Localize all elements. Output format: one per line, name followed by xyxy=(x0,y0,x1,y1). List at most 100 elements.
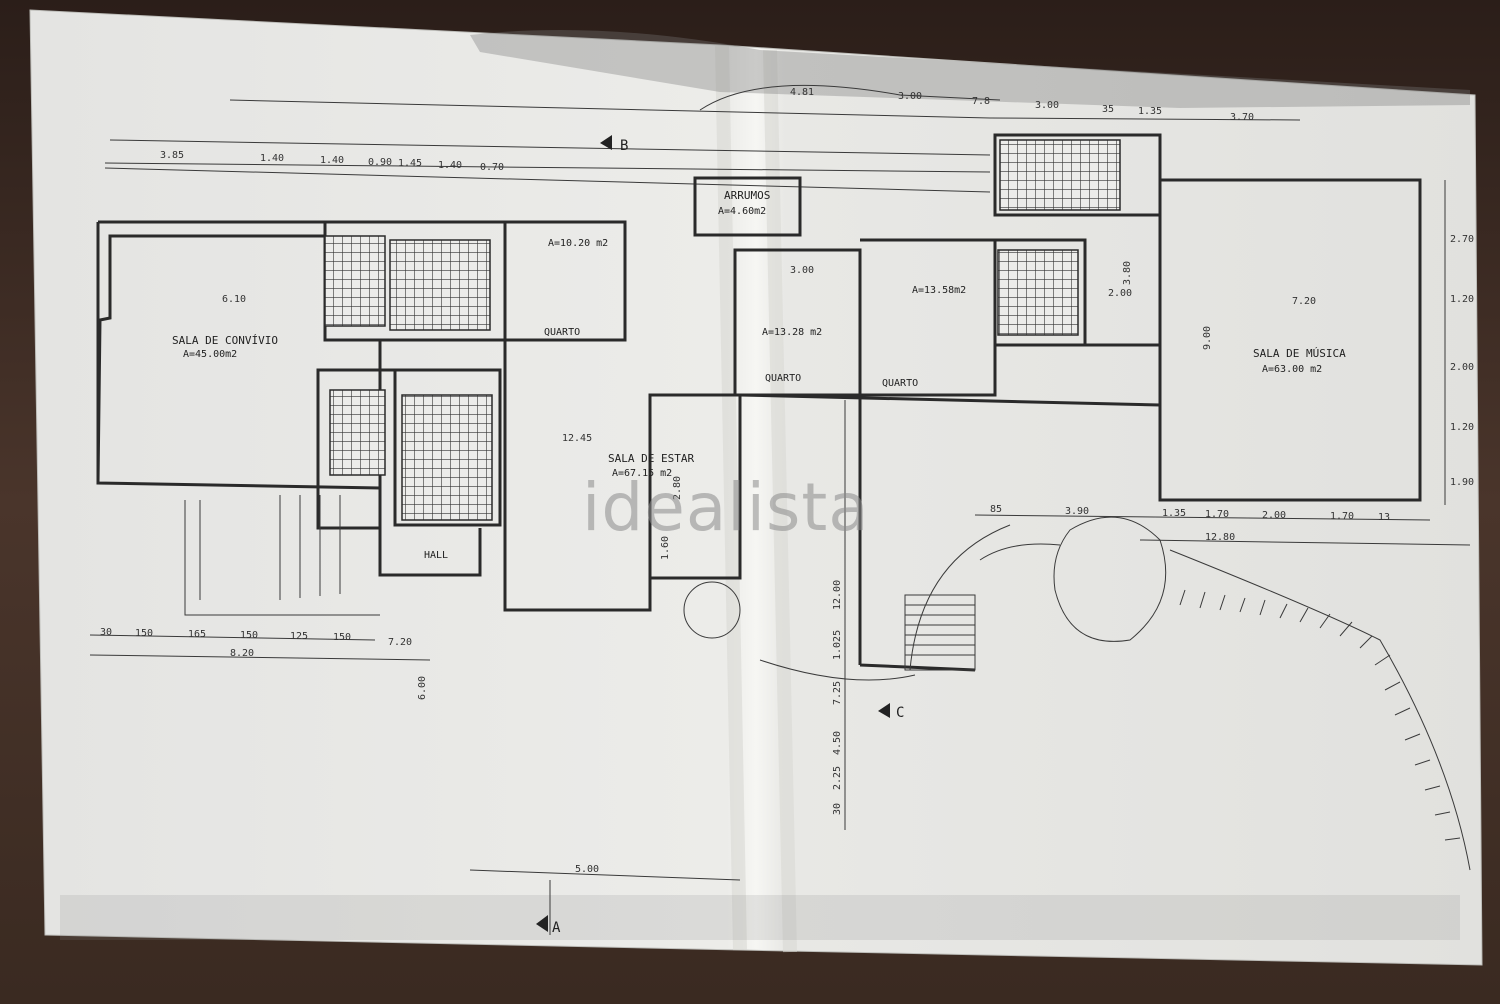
room-name-sala-musica: SALA DE MÚSICA xyxy=(1253,347,1346,360)
room-area-quarto-2: A=13.28 m2 xyxy=(762,327,822,338)
dim-misc-3: 3.80 xyxy=(1122,261,1133,285)
dim-right-bottom-6: 13 xyxy=(1378,512,1390,523)
room-name-sala-convivio: SALA DE CONVÍVIO xyxy=(172,334,278,347)
room-area-arrumos: A=4.60m2 xyxy=(718,206,766,217)
tree-sketch-2 xyxy=(1053,516,1167,642)
dim-top-1: 1.40 xyxy=(260,153,284,164)
dim-misc-4: 2.00 xyxy=(1108,288,1132,299)
dim-right-bottom-4: 2.00 xyxy=(1262,510,1286,521)
dim-bottom-left-1: 150 xyxy=(135,628,153,639)
room-area-quarto-1: A=10.20 m2 xyxy=(548,238,608,249)
front-path xyxy=(759,659,916,681)
dim-bottom-left-2: 165 xyxy=(188,629,206,640)
room-name-quarto-1: QUARTO xyxy=(544,327,580,338)
section-marker-a-arrow xyxy=(536,915,548,932)
dim-vertical-2: 7.25 xyxy=(832,681,843,705)
section-marker-b: B xyxy=(620,138,628,154)
dim-misc-6: 2.80 xyxy=(672,476,683,500)
dimension-line-bottom-center xyxy=(469,869,741,881)
copy-smudge-top xyxy=(470,30,1470,108)
dim-vertical-3: 4.50 xyxy=(832,731,843,755)
paper-fold xyxy=(715,45,797,953)
dim-top-right-5: 1.35 xyxy=(1138,106,1162,117)
dimension-line-right-bottom xyxy=(974,514,1471,546)
section-marker-c: C xyxy=(896,705,904,721)
room-name-sala-estar: SALA DE ESTAR xyxy=(608,452,694,465)
site-boundary-curve xyxy=(699,84,1001,111)
dim-right-bottom-1: 3.90 xyxy=(1065,506,1089,517)
dim-top-3: 0.90 xyxy=(368,157,392,168)
dim-right-bottom-0: 85 xyxy=(990,504,1002,515)
dim-top-right-0: 4.81 xyxy=(790,87,814,98)
dim-bottom-left-3: 150 xyxy=(240,630,258,641)
dim-top-4: 1.45 xyxy=(398,158,422,169)
dim-top-right-2: 7.8 xyxy=(972,96,990,107)
dim-misc-2: 9.00 xyxy=(1202,326,1213,350)
tree-sketch-1 xyxy=(683,581,741,639)
stairs-front xyxy=(904,594,976,671)
wall-corridor xyxy=(739,343,1162,500)
wall-lower-center xyxy=(858,395,976,672)
dim-vertical-0: 12.00 xyxy=(832,580,843,610)
garden-hatch xyxy=(1179,589,1461,841)
dimension-line-bottom-left xyxy=(89,634,431,661)
dim-top-right-4: 35 xyxy=(1102,104,1114,115)
section-marker-b-arrow xyxy=(600,135,612,150)
dim-bottom-left-4: 125 xyxy=(290,631,308,642)
dim-right-4: 1.90 xyxy=(1450,477,1474,488)
room-area-sala-estar: A=67.15 m2 xyxy=(612,468,672,479)
dim-right-total: 12.80 xyxy=(1205,532,1235,543)
room-name-arrumos: ARRUMOS xyxy=(724,189,770,202)
room-area-quarto-3: A=13.58m2 xyxy=(912,285,966,296)
dim-top-6: 0.70 xyxy=(480,162,504,173)
dim-top-right-1: 3.00 xyxy=(898,91,922,102)
room-name-quarto-3: QUARTO xyxy=(882,378,918,389)
room-area-sala-musica: A=63.00 m2 xyxy=(1262,364,1322,375)
dim-top-0: 3.85 xyxy=(160,150,184,161)
dim-vertical-5: 30 xyxy=(832,803,843,815)
wall-upper-right-bath xyxy=(993,133,1162,217)
dim-vertical-4: 2.25 xyxy=(832,766,843,790)
dim-bottom-left-5: 150 xyxy=(333,632,351,643)
dim-misc-8: 3.00 xyxy=(790,265,814,276)
wall-kitchen xyxy=(393,368,502,527)
wall-arrumos xyxy=(693,176,802,237)
dim-top-right-3: 3.00 xyxy=(1035,100,1059,111)
dim-right-bottom-3: 1.70 xyxy=(1205,509,1229,520)
copy-smudge-bottom xyxy=(60,895,1460,940)
dim-bottom-left-6: 7.20 xyxy=(388,637,412,648)
dim-misc-5: 12.45 xyxy=(562,433,592,444)
dim-right-bottom-5: 1.70 xyxy=(1330,511,1354,522)
dim-top-right-6: 3.70 xyxy=(1230,112,1254,123)
dim-top-2: 1.40 xyxy=(320,155,344,166)
room-area-sala-convivio: A=45.00m2 xyxy=(183,349,237,360)
tiles-bath-upper xyxy=(999,139,1121,211)
wall-sala-estar xyxy=(503,220,742,612)
dim-right-3: 1.20 xyxy=(1450,422,1474,433)
dim-right-0: 2.70 xyxy=(1450,234,1474,245)
dim-right-2: 2.00 xyxy=(1450,362,1474,373)
dim-right-bottom-2: 1.35 xyxy=(1162,508,1186,519)
garden-curve xyxy=(909,524,1471,871)
dim-vertical-1: 1.025 xyxy=(832,630,843,660)
idealista-watermark: idealista xyxy=(582,469,870,546)
section-marker-c-arrow xyxy=(878,703,890,718)
tiles-kitchen xyxy=(401,394,493,521)
room-name-hall: HALL xyxy=(424,550,448,561)
dim-bottom-total: 8.20 xyxy=(230,648,254,659)
dim-misc-1: 7.20 xyxy=(1292,296,1316,307)
tiles-bath-right xyxy=(997,249,1079,336)
dim-misc-7: 1.60 xyxy=(660,536,671,560)
room-name-quarto-2: QUARTO xyxy=(765,373,801,384)
tiles-bath-2 xyxy=(389,239,491,331)
tiles-bath-1 xyxy=(324,235,386,327)
dim-top-5: 1.40 xyxy=(438,160,462,171)
tiles-pantry xyxy=(329,389,386,476)
dim-misc-10: 5.00 xyxy=(575,864,599,875)
stairs-left-steps xyxy=(184,495,380,616)
dim-right-1: 1.20 xyxy=(1450,294,1474,305)
dim-misc-0: 6.10 xyxy=(222,294,246,305)
